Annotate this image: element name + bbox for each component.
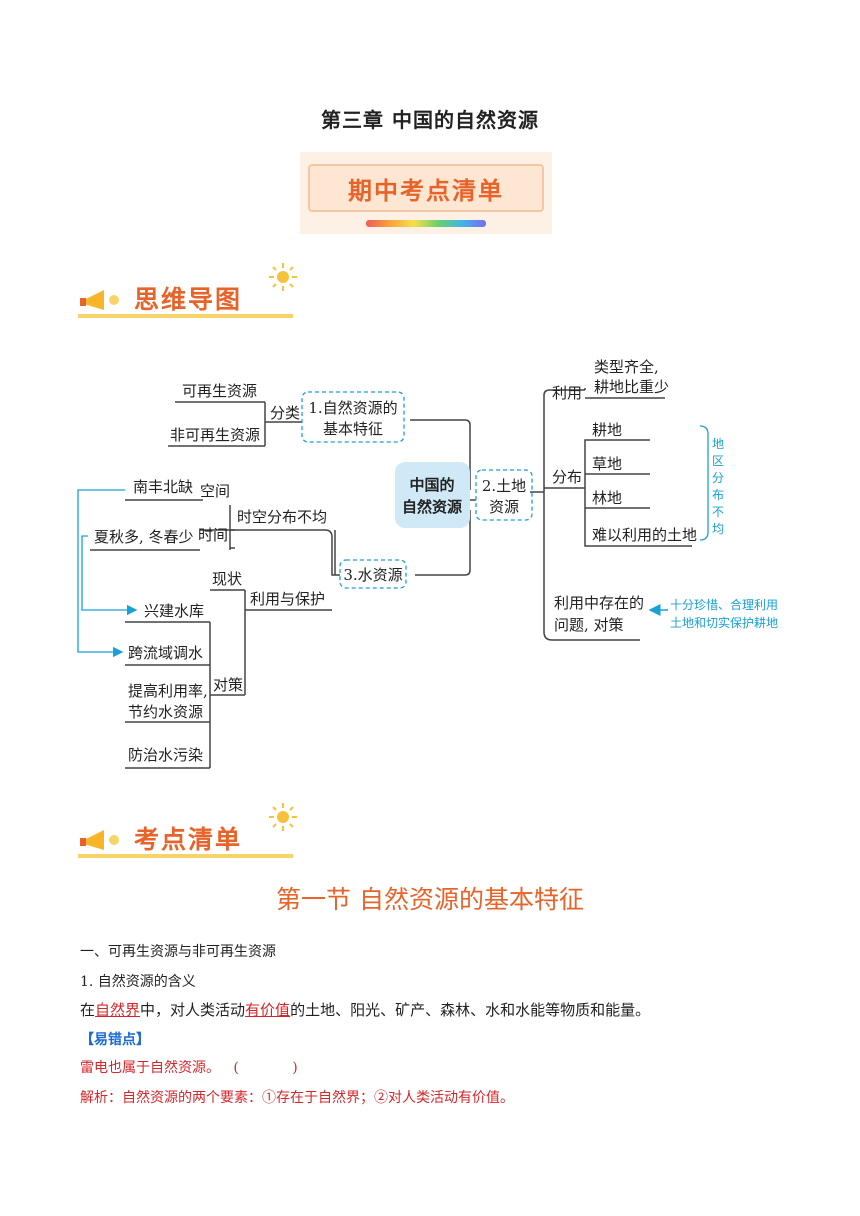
measure-efficiency-line2: 节约水资源 (128, 703, 203, 721)
branch3-space-item: 南丰北缺 (133, 478, 193, 496)
exam-banner-box: 期中考点清单 (308, 164, 544, 212)
branch1-box (301, 391, 405, 443)
branch3-st-label: 时空分布不均 (237, 508, 327, 526)
measure-pollution: 防治水污染 (128, 746, 203, 764)
def-suffix: 的土地、阳光、矿产、森林、水和水能等物质和能量。 (290, 1001, 651, 1019)
measure-reservoir: 兴建水库 (144, 602, 204, 620)
dist-item-hard-land: 难以利用的土地 (592, 526, 697, 544)
analysis-text: 解析：自然资源的两个要素：①存在于自然界；②对人类活动有价值。 (80, 1090, 514, 1106)
svg-text:不: 不 (712, 505, 724, 519)
cause-arrows (77, 489, 138, 658)
branch1-title-line2: 基本特征 (323, 420, 383, 438)
keypoints-header-label: 考点清单 (134, 825, 243, 854)
megaphone-icon (80, 830, 119, 850)
branch2-use-text-line1: 类型齐全, (594, 358, 659, 376)
definition-paragraph: 在自然界中，对人类活动有价值的土地、阳光、矿产、森林、水和水能等物质和能量。 (80, 1000, 650, 1020)
branch2-problem-line1: 利用中存在的 (554, 594, 644, 612)
dist-note: 地 区 分 布 不 均 (712, 437, 724, 536)
branch2-box (475, 469, 533, 521)
keypoints-header: 考点清单 (78, 803, 297, 858)
dist-item-grassland: 草地 (592, 455, 622, 473)
mistake-label: 【易错点】 (80, 1032, 150, 1048)
def-mid: 中，对人类活动 (140, 1001, 246, 1019)
chapter-title: 第三章 中国的自然资源 (321, 108, 539, 132)
dist-item-farmland: 耕地 (592, 421, 622, 439)
branch3-status-label: 现状 (212, 570, 242, 588)
section-title: 第一节 自然资源的基本特征 (276, 885, 584, 914)
branch2-problem-line2: 问题, 对策 (554, 616, 624, 634)
branch2-title-line1: 2.土地 (482, 477, 526, 495)
mindmap-header: 思维导图 (78, 263, 297, 318)
branch3-time-label: 时间 (198, 526, 228, 544)
dist-bracket (699, 425, 709, 541)
mindmap-header-label: 思维导图 (134, 285, 243, 314)
svg-text:地: 地 (712, 437, 724, 451)
branch1-item-renewable: 可再生资源 (182, 382, 257, 400)
branch2-use-text-line2: 耕地比重少 (594, 378, 669, 396)
def-prefix: 在 (80, 1001, 96, 1019)
problem-note-line2: 土地和切实保护耕地 (670, 615, 778, 630)
svg-text:分: 分 (712, 471, 724, 485)
problem-note-line1: 十分珍惜、合理利用 (670, 597, 778, 612)
svg-text:布: 布 (712, 488, 724, 502)
measure-water-transfer: 跨流域调水 (128, 644, 203, 662)
svg-text:均: 均 (712, 522, 724, 536)
svg-text:区: 区 (712, 454, 724, 468)
branch3-measure-label: 对策 (213, 676, 243, 694)
branch1-item-nonrenewable: 非可再生资源 (170, 426, 260, 444)
branch3-title: 3.水资源 (343, 566, 402, 584)
mindmap-diagram: 中国的 自然资源 1.自然资源的 基本特征 分类 可再生资源 非可再生资源 2.… (77, 358, 778, 769)
branch1-link-label: 分类 (270, 404, 300, 422)
exam-banner-text: 期中考点清单 (348, 177, 504, 205)
branch1-title-line1: 1.自然资源的 (308, 399, 397, 417)
exam-banner: 期中考点清单 (300, 152, 552, 234)
header-underline (78, 854, 293, 858)
branch2-use-label: 利用 (552, 384, 582, 402)
def-key-value: 有价值 (245, 1001, 291, 1019)
branch2-dist-label: 分布 (552, 468, 582, 486)
branch3-time-item: 夏秋多, 冬春少 (94, 528, 194, 546)
megaphone-icon (80, 290, 119, 310)
center-line2: 自然资源 (402, 498, 462, 516)
mindmap-center (395, 462, 470, 528)
def-key-nature: 自然界 (95, 1001, 141, 1019)
header-underline (78, 314, 293, 318)
center-line1: 中国的 (409, 476, 454, 494)
branch3-box (339, 559, 407, 589)
heading-renewable: 一、可再生资源与非可再生资源 (80, 944, 276, 960)
mistake-statement: 雷电也属于自然资源。 ( ) (80, 1060, 298, 1076)
dist-item-forest: 林地 (592, 489, 622, 507)
heading-definition: 1. 自然资源的含义 (80, 974, 196, 990)
sun-icon (269, 803, 297, 831)
branch3-protect-label: 利用与保护 (250, 590, 325, 608)
measure-efficiency-line1: 提高利用率, (128, 682, 208, 700)
sun-icon (269, 263, 297, 291)
branch3-space-label: 空间 (200, 482, 230, 500)
branch2-title-line2: 资源 (489, 498, 519, 516)
rainbow-bar (366, 220, 486, 227)
